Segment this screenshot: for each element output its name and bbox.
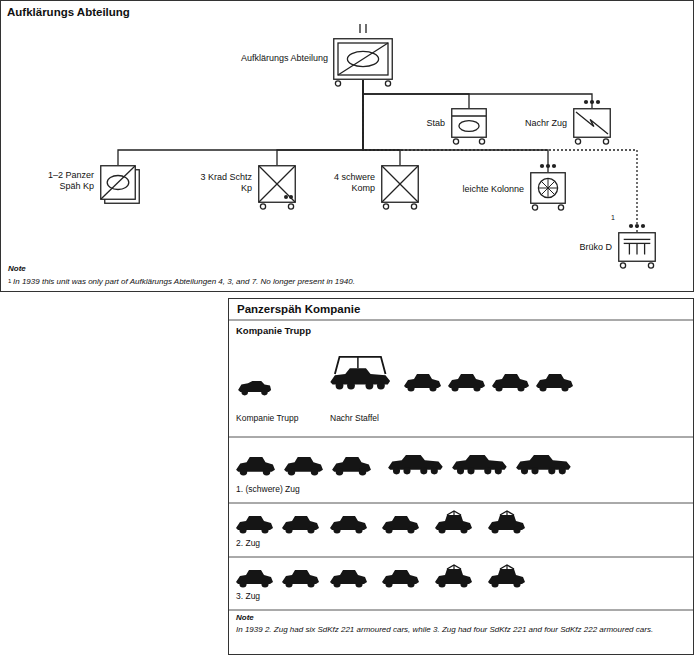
unit-symbol: [573, 108, 611, 138]
unit-symbol: [333, 38, 393, 80]
panel-frame: Aufklärungs AbteilungAufklärungs Abteilu…: [0, 0, 694, 292]
org-connector: [363, 80, 400, 165]
note-text: In 1939 this unit was only part of Aufkl…: [13, 277, 573, 287]
staff-symbol: Stab: [451, 108, 487, 138]
unit-name: 3 Krad Schtz Kp: [198, 172, 252, 193]
unit-symbol: [451, 108, 487, 138]
signals-symbol: Nachr Zug: [573, 108, 611, 138]
unit-name: 4 schwere Komp: [318, 172, 375, 193]
bridge-column-symbol: Brüko D: [618, 232, 656, 262]
panel-frame: Panzerspäh Kompanie: [228, 298, 694, 655]
org-connector: [277, 80, 363, 165]
panel-title: Panzerspäh Kompanie: [237, 303, 537, 316]
battalion-symbol: Aufklärungs Abteilung: [333, 38, 393, 80]
platoon-label: 2. Zug: [236, 538, 260, 548]
note-heading: Note: [236, 613, 254, 623]
platoon-label: 1. (schwere) Zug: [236, 484, 300, 494]
org-connector: [363, 80, 637, 232]
panel-title: Aufklärungs Abteilung: [7, 6, 307, 19]
unit-name: Brüko D: [556, 242, 612, 253]
vehicle-label: Nachr Staffel: [330, 413, 379, 423]
org-connector: [363, 80, 592, 108]
company-symbol: 4 schwere Komp: [381, 165, 419, 203]
unit-name: Nachr Zug: [503, 118, 567, 129]
company-symbol: 3 Krad Schtz Kp: [258, 165, 296, 203]
unit-symbol: [618, 232, 656, 262]
company-symbol: 1–2 Panzer Späh Kp: [100, 165, 136, 200]
unit-name: leichte Kolonne: [440, 184, 524, 195]
group-heading: Kompanie Trupp: [236, 326, 311, 336]
platoon-label: 3. Zug: [236, 591, 260, 601]
org-connector: [363, 80, 548, 172]
note-heading: Note: [8, 264, 26, 274]
unit-symbol: [381, 165, 419, 203]
note-text: In 1939 2. Zug had six SdKfz 221 armoure…: [236, 625, 688, 635]
unit-name: 1–2 Panzer Späh Kp: [36, 170, 94, 191]
unit-symbol: [258, 165, 296, 203]
vehicle-label: Kompanie Trupp: [236, 413, 298, 423]
unit-symbol: [100, 165, 136, 200]
unit-name: Stab: [405, 118, 445, 129]
unit-symbol: [530, 172, 566, 204]
footnote-marker: 1: [611, 213, 615, 223]
footnote-marker: 1: [8, 276, 11, 286]
org-connector: [118, 80, 363, 165]
unit-name: Aufklärungs Abteilung: [222, 53, 328, 64]
column-symbol: leichte Kolonne: [530, 172, 566, 204]
